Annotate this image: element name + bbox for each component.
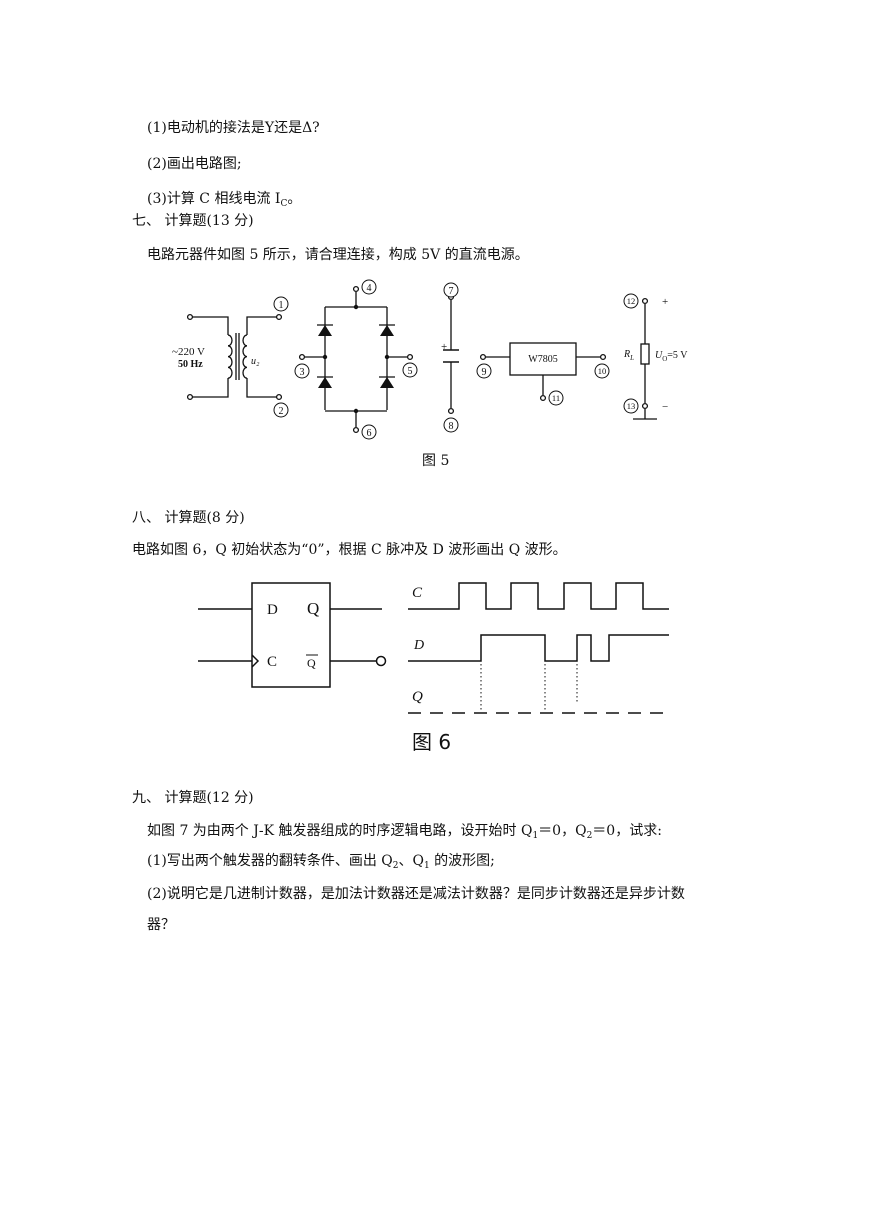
- capacitor-plus: +: [441, 341, 447, 353]
- pin-c-label: C: [267, 654, 277, 670]
- figure-6-caption: 图 6: [412, 730, 452, 754]
- load-resistor-label: RL: [623, 349, 634, 362]
- figure-5-caption: 图 5: [422, 453, 450, 469]
- output-minus: −: [662, 401, 668, 413]
- output-voltage-label: UO=5 V: [655, 350, 688, 363]
- pin-q-label: Q: [307, 599, 319, 618]
- terminal-11: 11: [552, 393, 560, 403]
- q6-item-2: (2)画出电路图;: [147, 156, 242, 172]
- figure-5-circuit: 1 2 3 4 5 6 7 8 9 10 11 12 13 ~220 V 50 …: [172, 279, 688, 440]
- terminal-4: 4: [367, 283, 372, 294]
- q8-text: 电路如图 6，Q 初始状态为“0”，根据 C 脉冲及 D 波形画出 Q 波形。: [132, 542, 567, 558]
- figure-6-flipflop-and-waveforms: D Q C Q C D Q: [198, 582, 669, 714]
- q9-text: 如图 7 为由两个 J-K 触发器组成的时序逻辑电路，设开始时 Q1＝0，Q2＝…: [147, 823, 662, 841]
- terminal-2: 2: [279, 406, 284, 417]
- q9-item-1: (1)写出两个触发器的翻转条件、画出 Q2、Q1 的波形图;: [147, 853, 495, 871]
- q7-text: 电路元器件如图 5 所示，请合理连接，构成 5V 的直流电源。: [147, 247, 529, 263]
- q6-item-3: (3)计算 C 相线电流 IC。: [147, 191, 302, 209]
- q8-heading: 八、 计算题(8 分): [132, 510, 245, 526]
- terminal-7: 7: [449, 286, 454, 297]
- secondary-voltage-label: u₂: [251, 356, 260, 367]
- q9-item-2-line-1: (2)说明它是几进制计数器，是加法计数器还是减法计数器？是同步计数器还是异步计数: [147, 886, 685, 902]
- terminal-8: 8: [449, 421, 454, 432]
- waveform-c-label: C: [412, 585, 423, 601]
- terminal-6: 6: [367, 428, 372, 439]
- terminal-10: 10: [598, 366, 607, 376]
- q9-heading: 九、 计算题(12 分): [132, 790, 254, 806]
- terminal-5: 5: [408, 366, 413, 377]
- source-frequency-label: 50 Hz: [178, 359, 203, 370]
- q9-item-2-line-2: 器？: [147, 917, 175, 933]
- terminal-1: 1: [279, 300, 284, 311]
- waveform-q-label: Q: [412, 689, 423, 705]
- terminal-12: 12: [627, 296, 636, 306]
- output-plus: +: [662, 296, 668, 308]
- terminal-3: 3: [300, 367, 305, 378]
- pin-qbar-label: Q: [307, 656, 316, 670]
- terminal-13: 13: [627, 401, 636, 411]
- terminal-9: 9: [482, 367, 487, 378]
- q6-item-1: (1)电动机的接法是Y还是Δ?: [147, 120, 320, 136]
- waveform-d-label: D: [413, 638, 424, 653]
- q7-heading: 七、 计算题(13 分): [132, 213, 254, 229]
- source-voltage-label: ~220 V: [172, 346, 205, 358]
- pin-d-label: D: [267, 602, 278, 618]
- regulator-label: W7805: [528, 354, 557, 365]
